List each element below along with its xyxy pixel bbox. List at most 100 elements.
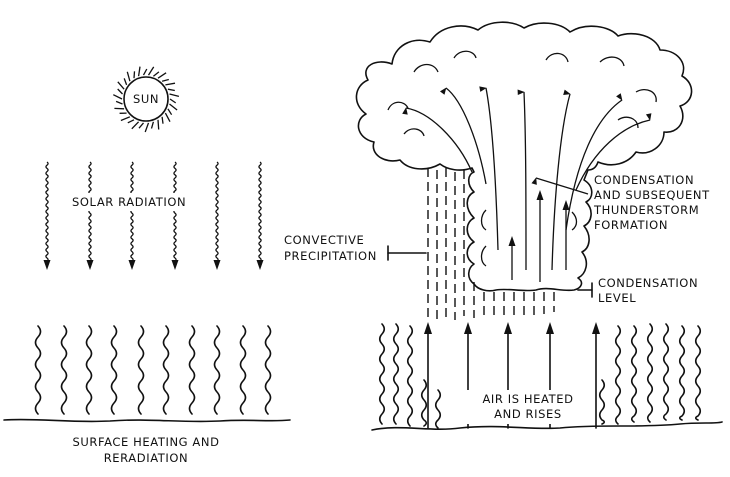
sun-ray	[157, 72, 167, 79]
sun-ray	[123, 78, 128, 86]
cloud-billow-10	[480, 245, 487, 267]
cloud-billow-5	[635, 88, 657, 103]
solar-arrowhead	[213, 260, 221, 270]
cloud-billow-3	[545, 52, 569, 63]
cloud-billow-7	[617, 116, 639, 129]
sun-ray	[165, 82, 176, 86]
heat-wave-line	[392, 323, 400, 425]
sun-ray	[120, 116, 131, 122]
outflow-arrow-up-center	[517, 89, 527, 271]
sun-ray	[126, 71, 131, 82]
sun-disc	[123, 76, 169, 122]
sun-ray	[167, 88, 175, 92]
heat-wave-line	[34, 325, 42, 415]
updraft-arrowhead	[508, 236, 516, 246]
heat-wave-line	[630, 325, 638, 423]
condensation-label-line3: THUNDERSTORM	[593, 203, 699, 217]
solar-arrowhead	[256, 260, 264, 270]
updraft-arrowhead	[536, 190, 544, 200]
cloud-billow-9	[480, 209, 487, 231]
sun-ray	[144, 122, 150, 133]
solar-arrowhead	[86, 260, 94, 270]
sun-ray	[167, 108, 173, 116]
solar-radiation-arrow	[173, 161, 177, 263]
heat-wave-line	[434, 389, 442, 429]
solar-radiation-arrows	[43, 161, 264, 270]
condensation-level-label-line2: LEVEL	[598, 291, 636, 305]
cloud-billow-8	[403, 128, 425, 137]
sun-ray	[138, 122, 144, 129]
sun-ray	[157, 119, 160, 130]
heat-wave-line	[188, 325, 196, 415]
condensation-level-label-line1: CONDENSATION	[598, 276, 698, 290]
cloud-billow-11	[571, 211, 578, 231]
sun-ray	[117, 81, 125, 90]
sun-ray	[161, 116, 164, 124]
condensation-label-line1: CONDENSATION	[594, 173, 694, 187]
heat-wave-line	[598, 379, 606, 425]
heat-wave-line	[694, 325, 702, 421]
sun-rays	[113, 66, 180, 133]
sun-icon: SUN	[113, 66, 180, 133]
convective-label-line1: CONVECTIVE	[284, 233, 364, 247]
cloud-billow-6	[387, 101, 409, 111]
solar-radiation-arrow	[258, 161, 262, 263]
solar-radiation-arrow	[130, 161, 134, 263]
solar-radiation-arrow	[88, 161, 92, 263]
sun-ray	[133, 71, 136, 79]
solar-radiation-arrow	[215, 161, 219, 263]
sun-label: SUN	[133, 92, 159, 106]
surface-heating-label-line1: SURFACE HEATING AND	[72, 435, 219, 449]
right-surface-heat-waves	[378, 323, 702, 429]
updraft-arrowhead	[562, 200, 570, 210]
sun-ray	[131, 121, 140, 130]
condensation-label-line2: AND SUBSEQUENT	[594, 188, 710, 202]
heat-wave-line	[60, 325, 68, 415]
heat-wave-line	[264, 325, 272, 415]
sun-ray	[169, 98, 177, 104]
sun-ray	[113, 94, 123, 100]
sun-ray	[115, 100, 123, 105]
heat-wave-line	[614, 325, 622, 425]
outflow-arrow-up-right	[551, 89, 571, 271]
rising-arrowhead	[592, 322, 600, 334]
cloud-outline	[355, 21, 693, 292]
convective-precipitation-streaks	[427, 168, 555, 322]
sun-ray	[150, 121, 155, 129]
sun-ray	[169, 103, 178, 111]
cloud-billow-2	[453, 50, 477, 59]
heat-wave-line	[162, 325, 170, 415]
outflow-arrow-left-inner	[439, 87, 487, 185]
sun-ray	[169, 93, 180, 98]
outflow-arrow-up-left	[479, 86, 499, 251]
heat-wave-line	[646, 323, 654, 423]
surface-heating-label-line2: RERADIATION	[104, 451, 189, 465]
rising-arrowhead	[424, 322, 432, 334]
solar-arrowhead	[128, 260, 136, 270]
heat-wave-line	[85, 325, 93, 415]
air-label-bg	[466, 390, 590, 424]
heat-wave-line	[420, 379, 428, 427]
sun-ray	[152, 71, 160, 77]
solar-arrowhead	[171, 260, 179, 270]
heat-wave-line	[239, 325, 247, 415]
cloud-outflow-arrows	[402, 86, 652, 271]
cloud-billow-4	[599, 56, 625, 67]
rising-arrowhead	[464, 322, 472, 334]
outflow-arrow-right-outer	[575, 113, 652, 191]
outflow-arrow-right-inner	[565, 93, 623, 231]
heat-wave-line	[137, 325, 145, 415]
air-heated-label-line2: AND RISES	[494, 407, 562, 421]
left-ground-line	[3, 418, 291, 423]
condensation-pointer-arrow	[531, 177, 589, 195]
heat-wave-line	[662, 323, 670, 421]
heat-wave-line	[110, 325, 118, 415]
rising-arrowhead	[504, 322, 512, 334]
solar-radiation-label: SOLAR RADIATION	[72, 195, 186, 209]
sun-ray	[161, 78, 169, 82]
heat-wave-line	[378, 323, 386, 425]
sun-ray	[127, 119, 135, 124]
heat-wave-line	[678, 325, 686, 421]
